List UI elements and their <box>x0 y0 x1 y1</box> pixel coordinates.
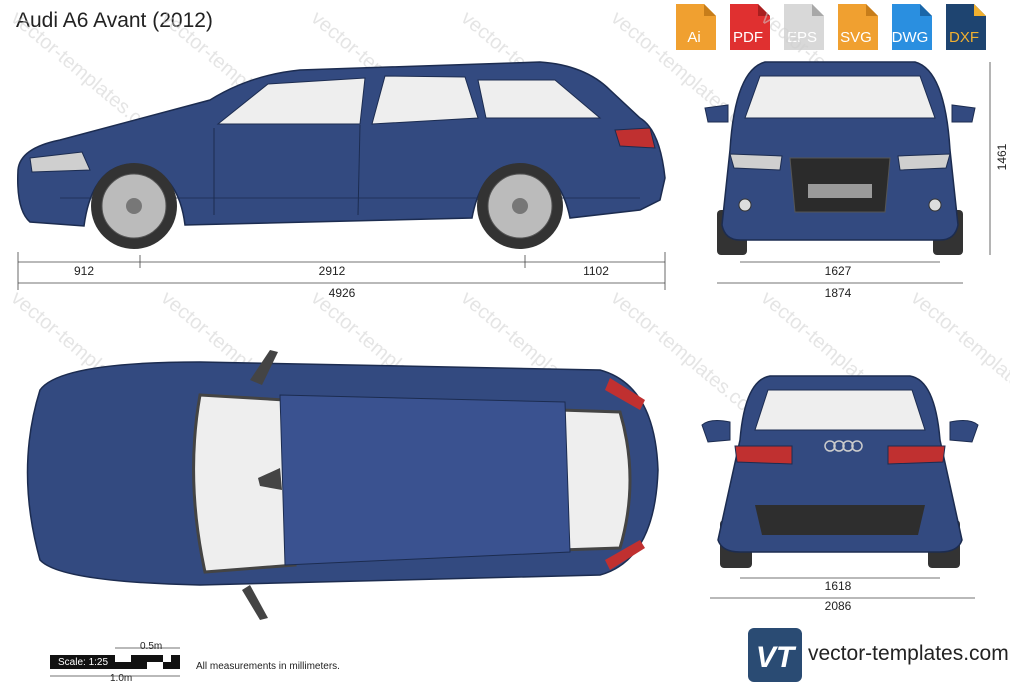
front-track-dimension: 1627 <box>824 264 852 278</box>
dwg-download-button[interactable]: DWG <box>886 4 934 50</box>
rear-track-dimension: 1618 <box>824 579 852 593</box>
rear-overhang-dimension: 1102 <box>583 264 609 278</box>
brand-link[interactable]: vector-templates.com <box>808 642 1009 665</box>
ai-file-icon <box>676 4 716 50</box>
eps-download-button[interactable]: EPS <box>778 4 826 50</box>
side-view <box>17 61 666 290</box>
front-view <box>704 61 991 284</box>
measurement-note: All measurements in millimeters. <box>196 661 340 672</box>
scale-ratio-label: Scale: 1:25 <box>58 657 109 668</box>
svg-download-button[interactable]: SVG <box>832 4 880 50</box>
scale-half-meter-label: 0.5m <box>140 641 163 652</box>
front-width-dimension: 1874 <box>824 286 852 300</box>
pdf-file-icon <box>730 4 770 50</box>
top-view <box>26 350 659 620</box>
scale-full-meter-label: 1.0m <box>110 673 133 684</box>
dwg-file-icon <box>892 4 932 50</box>
height-dimension: 1461 <box>995 143 1009 171</box>
page-title: Audi A6 Avant (2012) <box>16 9 213 32</box>
svg-file-icon <box>838 4 878 50</box>
svg-text:VT: VT <box>756 641 797 674</box>
scale-bar <box>50 647 180 677</box>
wheelbase-dimension: 2912 <box>318 264 346 278</box>
pdf-download-button[interactable]: PDF <box>724 4 772 50</box>
front-overhang-dimension: 912 <box>73 264 95 278</box>
dxf-download-button[interactable]: DXF <box>940 4 988 50</box>
vt-logo-icon[interactable]: VT <box>748 628 802 682</box>
rear-view <box>701 375 979 599</box>
dxf-file-icon <box>946 4 986 50</box>
eps-file-icon <box>784 4 824 50</box>
rear-wheel <box>477 163 563 249</box>
rear-width-dimension: 2086 <box>824 599 852 613</box>
front-wheel <box>91 163 177 249</box>
ai-download-button[interactable]: Ai <box>670 4 718 50</box>
overall-length-dimension: 4926 <box>328 286 356 300</box>
